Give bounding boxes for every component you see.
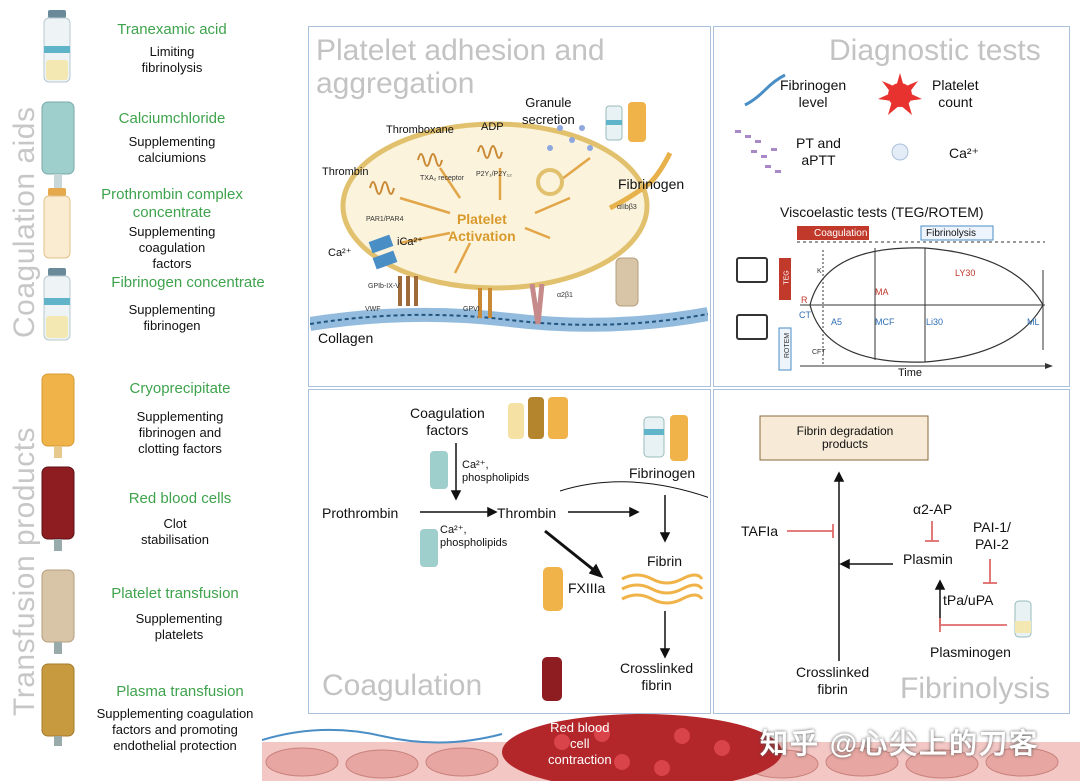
label-fibrin-box: Fibrinolysis xyxy=(926,228,977,239)
label-tafia: TAFIa xyxy=(741,523,779,539)
item-name-tranexamic: Tranexamic acid xyxy=(117,21,227,38)
label-gpvi: GPVI xyxy=(463,306,480,313)
panel-fibrinolysis-title: Fibrinolysis xyxy=(900,672,1051,705)
item-name-rbc: Red blood cells xyxy=(128,490,232,507)
label-ca-phospho-2: Ca²⁺, phospholipids xyxy=(440,524,508,549)
label-ly30: LY30 xyxy=(955,268,976,278)
bag-icon xyxy=(41,663,75,746)
label-fibrinogen-platelet: Fibrinogen xyxy=(618,176,685,192)
label-txa2: TXA₂ receptor xyxy=(420,175,464,182)
label-time: Time xyxy=(898,367,923,379)
label-ca-diag: Ca²⁺ xyxy=(949,145,979,161)
diagnostic-icons xyxy=(735,73,1053,371)
fibrinolysis-diagram xyxy=(759,415,1032,661)
label-a2b1: α2β1 xyxy=(557,292,573,299)
label-granule: Granule secretion xyxy=(522,95,575,127)
label-r: R xyxy=(801,295,808,305)
item-name-cryo: Cryoprecipitate xyxy=(129,380,231,397)
item-desc-platelet: Supplementing platelets xyxy=(135,611,223,642)
label-thromboxane: Thromboxane xyxy=(386,124,454,136)
label-aiib: αIIbβ3 xyxy=(617,204,637,211)
bag-icon xyxy=(41,466,75,551)
label-fibrinogen-coag: Fibrinogen xyxy=(629,465,696,481)
bag-icon xyxy=(41,373,75,458)
item-desc-fibrinogen: Supplementing fibrinogen xyxy=(128,302,216,333)
label-plasminogen: Plasminogen xyxy=(930,644,1011,660)
item-name-fibrinogen: Fibrinogen concentrate xyxy=(111,274,265,291)
item-desc-rbc: Clot stabilisation xyxy=(141,516,209,547)
item-desc-plasma: Supplementing coagulation factors and pr… xyxy=(96,706,254,753)
label-thrombin-coag: Thrombin xyxy=(497,505,557,521)
item-name-platelet: Platelet transfusion xyxy=(111,585,239,602)
label-par: PAR1/PAR4 xyxy=(366,216,404,223)
watermark: 知乎 @心尖上的刀客 xyxy=(760,728,1040,759)
label-platelet-count: Platelet count xyxy=(932,77,979,110)
label-visco: Viscoelastic tests (TEG/ROTEM) xyxy=(780,204,984,220)
label-gpib: GPIb-IX-V xyxy=(368,283,400,290)
label-mcf: MCF xyxy=(875,317,895,327)
label-ica: iCa²⁺ xyxy=(397,236,423,248)
label-coag-factors: Coagulation factors xyxy=(410,405,485,438)
item-desc-calcium: Supplementing calciumions xyxy=(128,134,216,165)
label-rotem: ROTEM xyxy=(784,332,792,359)
vial-icon xyxy=(43,188,71,259)
item-name-calcium: Calciumchloride xyxy=(118,110,226,127)
label-pai: PAI-1/ PAI-2 xyxy=(973,519,1011,552)
label-teg: TEG xyxy=(783,270,791,285)
item-name-plasma: Plasma transfusion xyxy=(116,683,244,700)
left-product-icons xyxy=(41,10,75,746)
label-ml: ML xyxy=(1027,317,1040,327)
label-tpa: tPa/uPA xyxy=(943,592,994,608)
vessel-wall xyxy=(262,714,1080,781)
item-desc-tranexamic: Limiting fibrinolysis xyxy=(141,44,203,75)
panel-coagulation-title: Coagulation xyxy=(322,669,483,702)
bag-icon xyxy=(41,101,75,188)
bag-icon xyxy=(41,569,75,654)
label-collagen: Collagen xyxy=(318,330,374,346)
label-thrombin-platelet: Thrombin xyxy=(322,166,369,178)
item-desc-cryo: Supplementing fibrinogen and clotting fa… xyxy=(136,409,224,456)
label-ct: CT xyxy=(799,310,811,320)
label-li30: Li30 xyxy=(926,317,944,327)
label-ma: MA xyxy=(875,287,889,297)
label-a2ap: α2-AP xyxy=(913,501,953,517)
label-plasmin: Plasmin xyxy=(903,551,953,567)
label-ca-phospho-1: Ca²⁺, phospholipids xyxy=(462,459,530,484)
transfusion-products-title: Transfusion products xyxy=(8,426,41,716)
item-name-pcc: Prothrombin complex concentrate xyxy=(101,186,243,221)
item-desc-pcc: Supplementing coagulation factors xyxy=(128,224,216,271)
label-fibrin: Fibrin xyxy=(647,553,683,569)
label-cft: CFT xyxy=(812,349,826,356)
vial-icon xyxy=(43,10,71,83)
vial-icon xyxy=(43,268,71,341)
label-fdp: Fibrin degradation products xyxy=(796,424,894,451)
label-p2y: P2Y₁/P2Y₁₂ xyxy=(476,171,512,178)
label-coag-box: Coagulation xyxy=(814,228,868,239)
platelet-diagram xyxy=(310,102,708,332)
label-prothrombin: Prothrombin xyxy=(322,505,399,521)
coagulation-aids-title: Coagulation aids xyxy=(8,106,41,339)
panel-diagnostic-title: Diagnostic tests xyxy=(829,34,1041,67)
label-pt-aptt: PT and aPTT xyxy=(796,135,841,168)
coagulation-diagram xyxy=(420,397,708,701)
label-fibrinogen-level: Fibrinogen level xyxy=(780,77,847,110)
label-crosslinked-fib: Crosslinked fibrin xyxy=(796,664,870,697)
label-vwf: VWF xyxy=(365,306,381,313)
label-platelet-activation: Platelet Activation xyxy=(448,211,516,244)
label-ca-platelet: Ca²⁺ xyxy=(328,247,352,259)
label-fxiiia: FXIIIa xyxy=(568,580,606,596)
label-a5: A5 xyxy=(831,317,843,327)
label-rbc-contraction: Red blood cell contraction xyxy=(548,720,612,767)
label-k: K xyxy=(817,268,822,275)
panel-platelet-title: Platelet adhesion and aggregation xyxy=(316,34,605,100)
label-crosslinked-coag: Crosslinked fibrin xyxy=(620,660,694,693)
label-adp: ADP xyxy=(481,121,504,133)
